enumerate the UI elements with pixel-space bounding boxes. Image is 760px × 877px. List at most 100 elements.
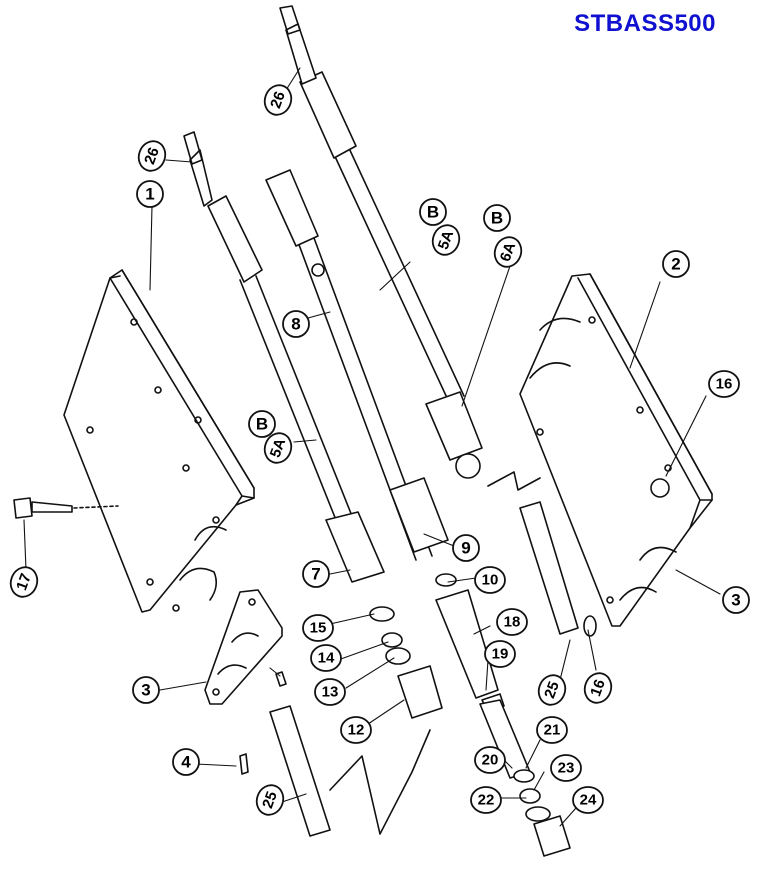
callout-label: 8 (291, 315, 300, 334)
callout-label: 5A (435, 228, 458, 252)
callout-circle (136, 180, 164, 208)
callout-circle (9, 566, 39, 598)
callout-c7: 7 (302, 560, 330, 588)
callout-circle (662, 250, 690, 278)
callout-circle (302, 560, 330, 588)
housing-block-left (63, 269, 255, 613)
callout-circle (470, 786, 502, 814)
callout-c10: 10 (474, 566, 506, 594)
callout-circle (583, 672, 613, 704)
callout-label: 9 (461, 539, 470, 558)
callout-c22: 22 (470, 786, 502, 814)
break-lines (329, 471, 541, 835)
callout-cB2: B (419, 198, 447, 226)
callout-label: 24 (580, 792, 597, 809)
callout-c6A: 6A (493, 236, 523, 268)
callout-c18: 18 (496, 608, 528, 636)
callout-circle (474, 746, 506, 774)
callout-circle (550, 754, 582, 782)
callout-label: 15 (310, 620, 327, 637)
callout-circle (493, 236, 523, 268)
callout-label: 12 (348, 722, 365, 739)
callout-c21: 21 (536, 716, 568, 744)
callout-label: 23 (558, 760, 575, 777)
callout-circle (263, 84, 293, 116)
callout-circle (572, 786, 604, 814)
callout-label: 25 (259, 789, 281, 810)
tube-5a-left (183, 131, 385, 583)
callout-circle (302, 614, 334, 642)
callout-circle (248, 410, 276, 438)
callout-circle (496, 608, 528, 636)
callout-cB1: B (248, 410, 276, 438)
callout-c12: 12 (340, 716, 372, 744)
callout-circle (484, 640, 516, 668)
callout-c17: 17 (9, 566, 39, 598)
callout-label: 14 (318, 650, 335, 667)
callout-circle (282, 310, 310, 338)
callout-label: 17 (13, 571, 35, 592)
callout-circle (255, 784, 285, 816)
callout-label: 26 (141, 145, 163, 166)
callout-label: 6A (497, 240, 520, 264)
callout-label: 1 (145, 185, 154, 204)
callout-label: 18 (504, 614, 521, 631)
callout-circle (314, 678, 346, 706)
callout-c9: 9 (452, 534, 480, 562)
callout-c26b: 26 (137, 140, 167, 172)
callout-circle (310, 644, 342, 672)
callout-c15: 15 (302, 614, 334, 642)
callout-c5A1: 5A (263, 432, 293, 464)
callout-circle (452, 534, 480, 562)
callout-label: B (491, 209, 503, 228)
callout-c13: 13 (314, 678, 346, 706)
callout-label: 16 (587, 677, 609, 698)
callout-cB3: B (483, 204, 511, 232)
callout-label: B (427, 203, 439, 222)
shaft-25-right (519, 501, 579, 635)
callout-label: 25 (541, 679, 563, 700)
callout-label: 2 (671, 255, 680, 274)
callout-circle (474, 566, 506, 594)
callout-label: 19 (492, 646, 509, 663)
tube-5a-right (279, 5, 483, 479)
callout-c20: 20 (474, 746, 506, 774)
callout-circle (483, 204, 511, 232)
callout-label: 21 (544, 722, 561, 739)
callout-circle (708, 370, 740, 398)
callout-circle (132, 676, 160, 704)
document-title: STBASS500 (574, 10, 716, 37)
callout-c14: 14 (310, 644, 342, 672)
callout-circle (172, 748, 200, 776)
callout-c2: 2 (662, 250, 690, 278)
callout-label: 7 (311, 565, 320, 584)
callout-circle (419, 198, 447, 226)
callout-label: 5A (267, 436, 290, 460)
callout-c8: 8 (282, 310, 310, 338)
housing-block-right (519, 273, 713, 627)
callout-c1: 1 (136, 180, 164, 208)
callout-label: B (256, 415, 268, 434)
callout-c26a: 26 (263, 84, 293, 116)
callout-label: 3 (141, 681, 150, 700)
callout-circle (537, 674, 567, 706)
callout-circle (722, 586, 750, 614)
callout-circle (263, 432, 293, 464)
leader-lines (23, 67, 721, 827)
callout-c3a: 3 (722, 586, 750, 614)
rod-8 (265, 169, 449, 561)
callout-label: 4 (181, 753, 191, 772)
callout-circle (137, 140, 167, 172)
callout-label: 3 (731, 591, 740, 610)
callout-circle (536, 716, 568, 744)
callout-c25a: 25 (537, 674, 567, 706)
callout-c16b: 16 (583, 672, 613, 704)
callout-label: 26 (267, 89, 289, 110)
callout-circle (431, 224, 461, 256)
callout-circle (340, 716, 372, 744)
callout-c4: 4 (172, 748, 200, 776)
callout-c5A2: 5A (431, 224, 461, 256)
